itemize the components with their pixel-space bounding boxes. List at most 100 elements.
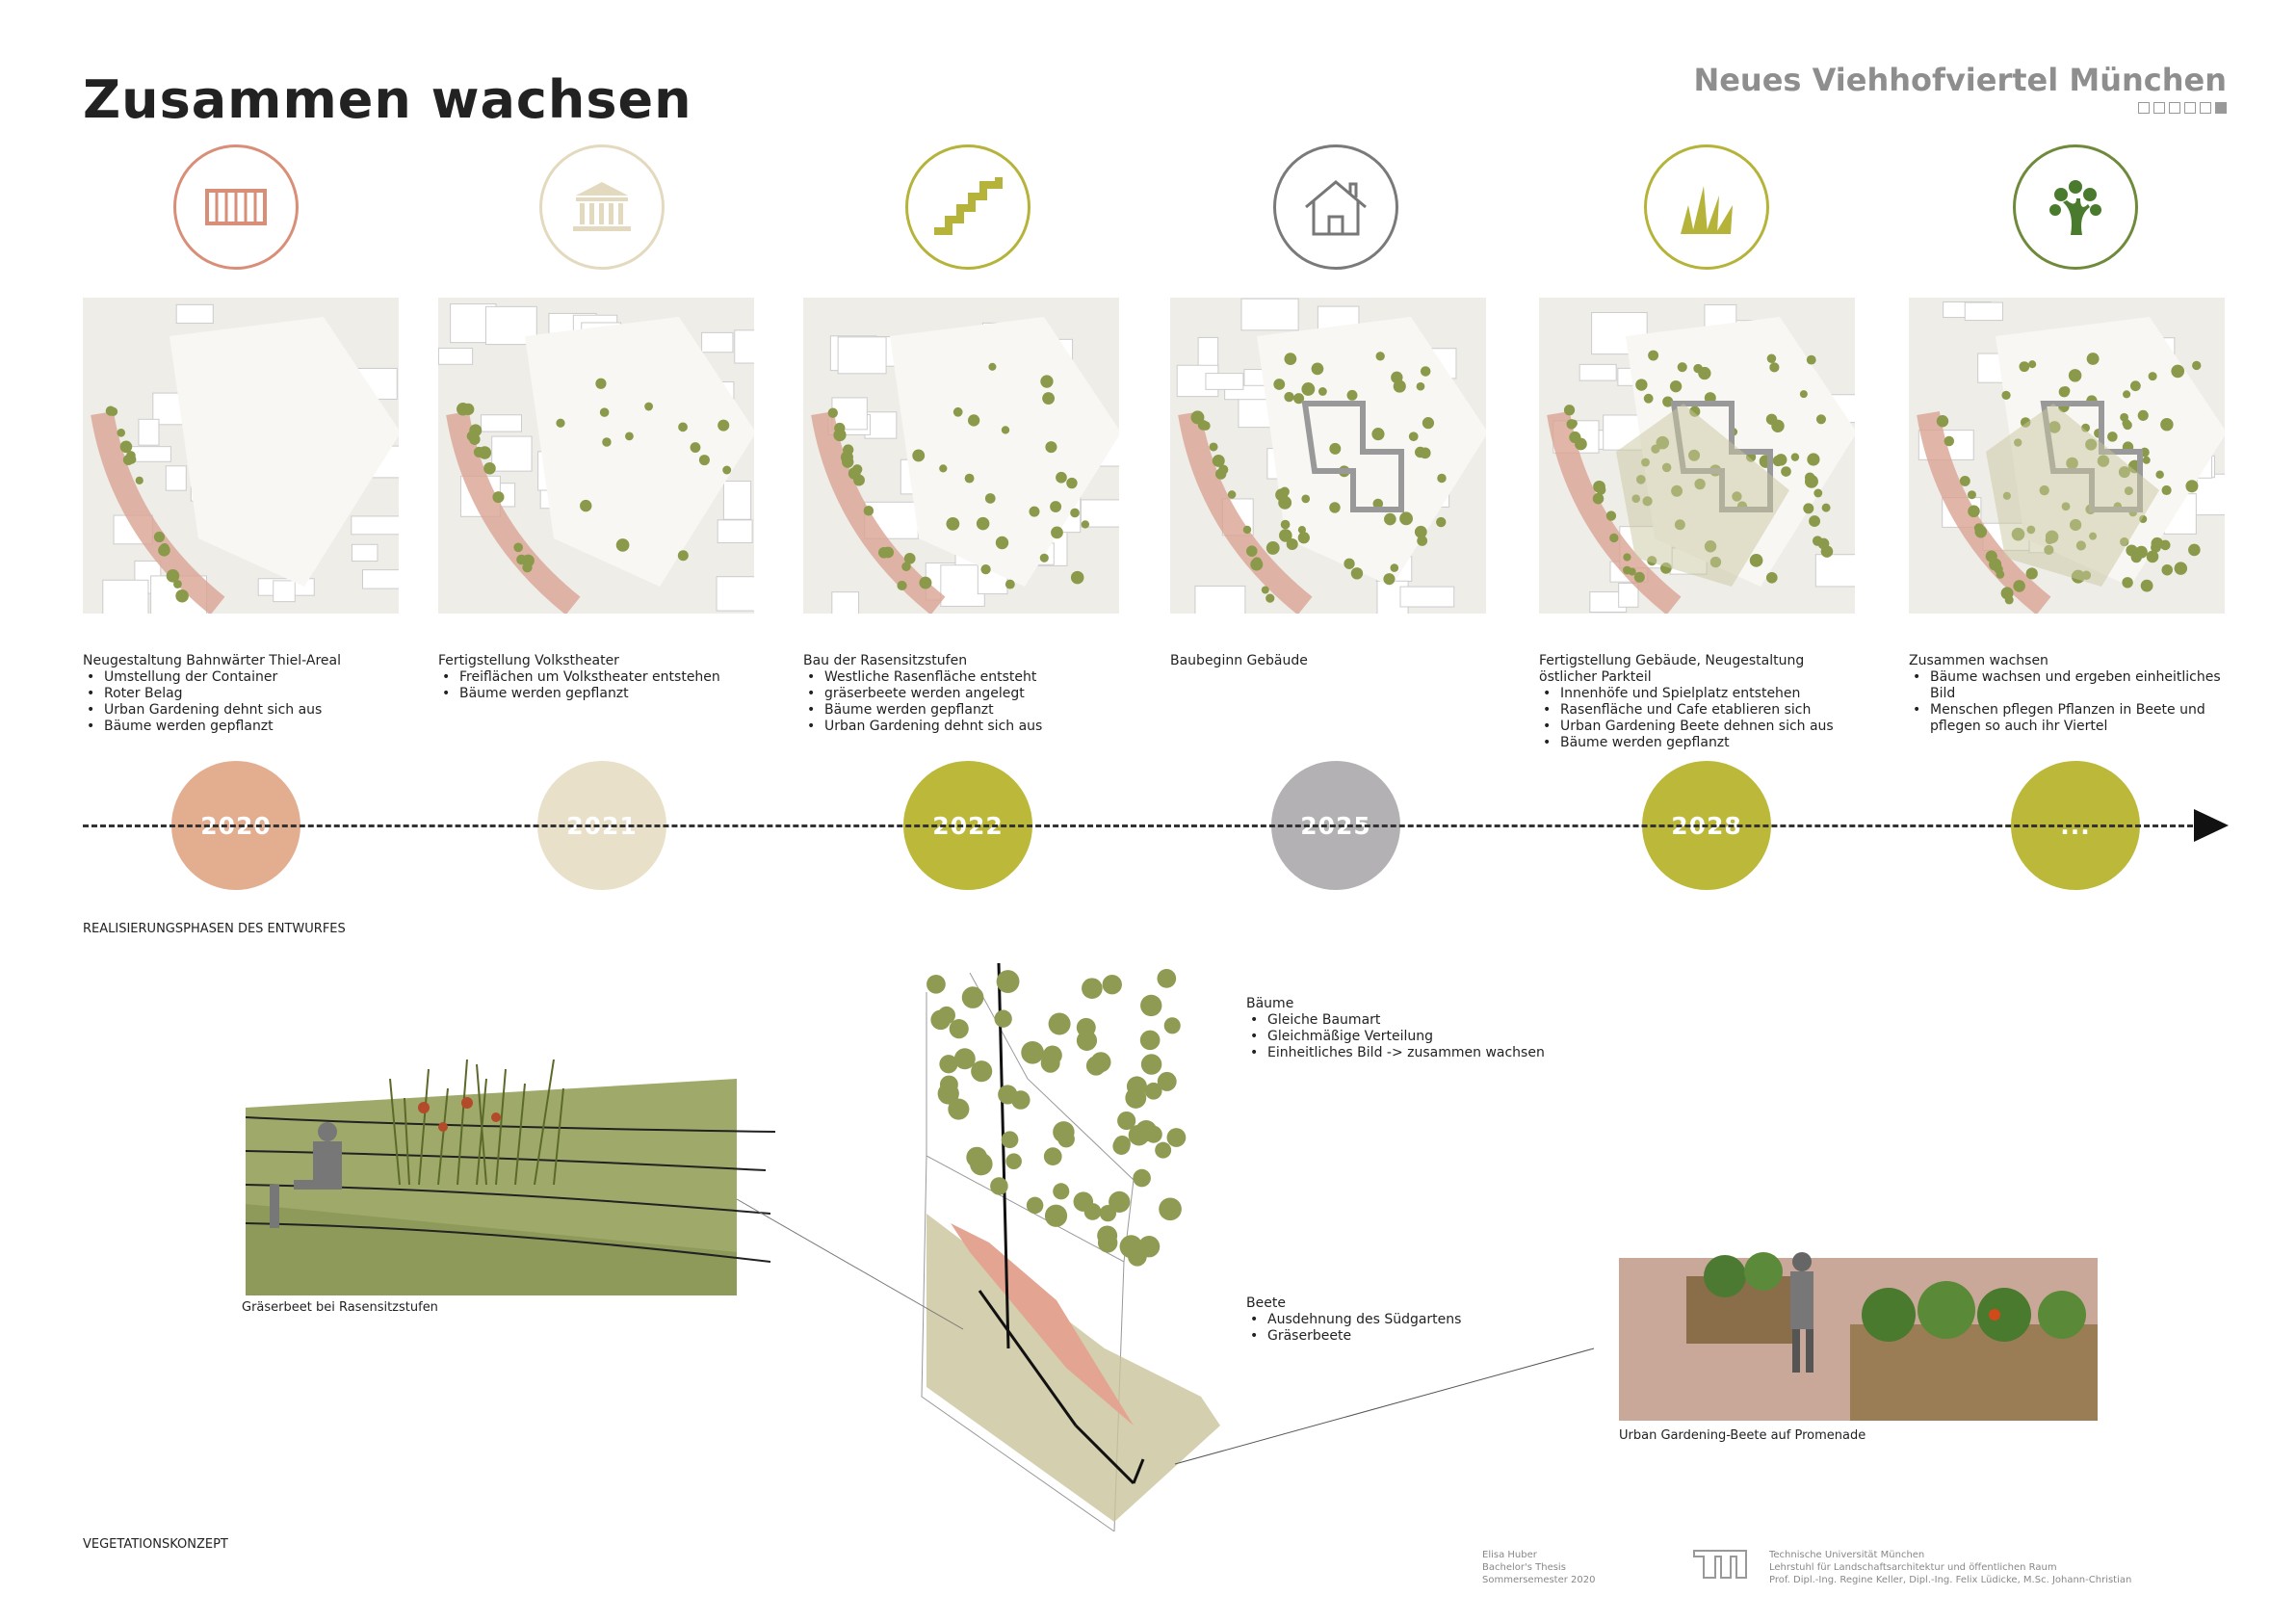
tree-mark bbox=[1126, 1076, 1147, 1097]
tree-mark bbox=[1042, 1045, 1062, 1065]
tree-mark bbox=[1157, 1071, 1177, 1091]
phase-description: Neugestaltung Bahnwärter Thiel-ArealUmst… bbox=[83, 653, 401, 735]
trees-heading: Bäume bbox=[1246, 996, 1294, 1011]
section-heading-phases: REALISIERUNGSPHASEN DES ENTWURFES bbox=[83, 922, 346, 936]
section-heading-vegetation: VEGETATIONSKONZEPT bbox=[83, 1537, 228, 1552]
tree-mark bbox=[1157, 969, 1177, 988]
author-name: Elisa Huber bbox=[1482, 1550, 1537, 1560]
university: Technische Universität München bbox=[1769, 1550, 1925, 1560]
list-item: Rasenfläche und Cafe etablieren sich bbox=[1539, 702, 1857, 719]
tree-mark bbox=[996, 970, 1020, 993]
phase-description: Zusammen wachsenBäume wachsen und ergebe… bbox=[1909, 653, 2227, 735]
phase-heading: Fertigstellung Volkstheater bbox=[438, 653, 619, 668]
theater-icon bbox=[539, 144, 665, 270]
site-plan-finalfinalfinal bbox=[1909, 298, 2225, 614]
phase-description: Fertigstellung VolkstheaterFreiflächen u… bbox=[438, 653, 756, 702]
tree-mark bbox=[1113, 1135, 1131, 1153]
site-plan-2020 bbox=[83, 298, 399, 614]
tree-mark bbox=[939, 1055, 958, 1074]
tree-mark bbox=[948, 1098, 970, 1120]
tree-mark bbox=[1097, 1225, 1118, 1246]
site-plan-2025 bbox=[1170, 298, 1486, 614]
tree-mark bbox=[966, 1146, 988, 1168]
tree-mark bbox=[1140, 1054, 1162, 1075]
page-indicator bbox=[2138, 102, 2227, 114]
list-item: Einheitliches Bild -> zusammen wachsen bbox=[1246, 1045, 1564, 1061]
phase-heading: Baubeginn Gebäude bbox=[1170, 653, 1308, 668]
container-icon bbox=[173, 144, 299, 270]
grass-icon bbox=[1644, 144, 1769, 270]
timeline-line bbox=[83, 824, 2202, 827]
tree-mark bbox=[1083, 1203, 1102, 1220]
phase-description: Fertigstellung Gebäude, Neugestaltung ös… bbox=[1539, 653, 1857, 751]
tree-mark bbox=[1076, 1030, 1098, 1051]
tree-mark bbox=[1048, 1012, 1071, 1035]
semester: Sommersemester 2020 bbox=[1482, 1575, 1596, 1585]
tree-mark bbox=[1159, 1197, 1182, 1221]
list-item: Umstellung der Container bbox=[83, 669, 401, 686]
tree-mark bbox=[1163, 1017, 1181, 1034]
list-item: gräserbeete werden angelegt bbox=[803, 686, 1121, 702]
tree-mark bbox=[949, 1019, 969, 1039]
list-item: Roter Belag bbox=[83, 686, 401, 702]
list-item: Westliche Rasenfläche entsteht bbox=[803, 669, 1121, 686]
site-plan-2028 bbox=[1539, 298, 1855, 614]
tree-mark bbox=[1090, 1052, 1111, 1073]
tree-mark bbox=[961, 986, 984, 1008]
tree-mark bbox=[1043, 1147, 1062, 1165]
tree-mark bbox=[1026, 1196, 1044, 1215]
tree-mark bbox=[994, 1009, 1012, 1028]
list-item: Urban Gardening Beete dehnen sich aus bbox=[1539, 719, 1857, 735]
tree-mark bbox=[1137, 1236, 1161, 1258]
caption-grass-bed: Gräserbeet bei Rasensitzstufen bbox=[242, 1300, 438, 1315]
tree-mark bbox=[1139, 1030, 1161, 1051]
urban-gardening-illustration bbox=[1619, 1170, 2098, 1421]
tree-mark bbox=[1021, 1040, 1044, 1064]
tree-mark bbox=[1109, 1190, 1131, 1214]
tree-mark bbox=[1011, 1090, 1031, 1110]
trees-description: Bäume Gleiche BaumartGleichmäßige Vertei… bbox=[1246, 996, 1564, 1061]
list-item: Gräserbeete bbox=[1246, 1328, 1564, 1345]
axonometric-vegetation-plan bbox=[912, 962, 1239, 1532]
list-item: Innenhöfe und Spielplatz entstehen bbox=[1539, 686, 1857, 702]
chair: Lehrstuhl für Landschaftsarchitektur und… bbox=[1769, 1562, 2057, 1573]
tum-logo bbox=[1692, 1549, 1748, 1583]
list-item: Urban Gardening dehnt sich aus bbox=[83, 702, 401, 719]
tree-mark bbox=[1135, 1120, 1158, 1142]
phase-heading: Neugestaltung Bahnwärter Thiel-Areal bbox=[83, 653, 341, 668]
tree-mark bbox=[1140, 994, 1162, 1017]
phase-description: Bau der RasensitzstufenWestliche Rasenfl… bbox=[803, 653, 1121, 735]
grass-bed-illustration bbox=[245, 1059, 776, 1295]
phase-heading: Zusammen wachsen bbox=[1909, 653, 2048, 668]
list-item: Gleichmäßige Verteilung bbox=[1246, 1029, 1564, 1045]
list-item: Menschen pflegen Pflanzen in Beete und p… bbox=[1909, 702, 2227, 735]
tree-mark bbox=[1005, 1153, 1022, 1169]
tree-mark bbox=[1053, 1121, 1075, 1143]
tree-mark bbox=[1144, 1082, 1162, 1100]
tree-mark bbox=[990, 1177, 1008, 1195]
list-item: Bäume werden gepflanzt bbox=[438, 686, 756, 702]
tree-mark bbox=[939, 1075, 958, 1094]
tree-icon bbox=[2013, 144, 2138, 270]
list-item: Bäume werden gepflanzt bbox=[83, 719, 401, 735]
caption-urban-gardening: Urban Gardening-Beete auf Promenade bbox=[1619, 1428, 1866, 1443]
beds-description: Beete Ausdehnung des SüdgartensGräserbee… bbox=[1246, 1295, 1564, 1345]
project-title: Neues Viehhofviertel München bbox=[1693, 62, 2227, 98]
tree-mark bbox=[1166, 1128, 1187, 1147]
list-item: Bäume wachsen und ergeben einheitliches … bbox=[1909, 669, 2227, 702]
tree-mark bbox=[1133, 1168, 1151, 1188]
supervisors: Prof. Dipl.-Ing. Regine Keller, Dipl.-In… bbox=[1769, 1575, 2132, 1585]
tree-mark bbox=[930, 1009, 952, 1031]
page-title: Zusammen wachsen bbox=[83, 69, 692, 130]
phase-description: Baubeginn Gebäude bbox=[1170, 653, 1488, 669]
beds-heading: Beete bbox=[1246, 1295, 1286, 1311]
tree-mark bbox=[1053, 1183, 1070, 1200]
phase-heading: Fertigstellung Gebäude, Neugestaltung ös… bbox=[1539, 653, 1805, 685]
site-plan-2021 bbox=[438, 298, 754, 614]
tree-mark bbox=[926, 974, 946, 994]
list-item: Urban Gardening dehnt sich aus bbox=[803, 719, 1121, 735]
tree-mark bbox=[1001, 1131, 1019, 1149]
tree-mark bbox=[971, 1060, 993, 1083]
